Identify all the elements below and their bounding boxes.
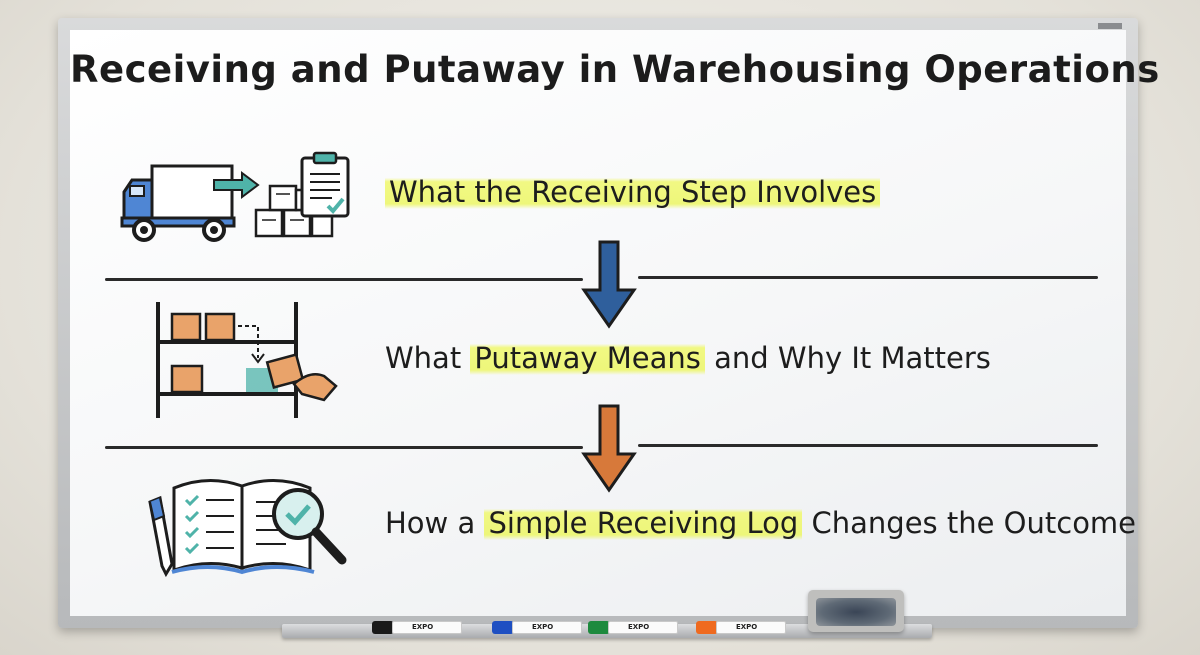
marker-blue-body [512,621,582,634]
row-receiving-log-post: Changes the Outcome [802,506,1137,540]
marker-black-label: EXPO [412,623,434,631]
row-putaway-post: and Why It Matters [704,341,991,375]
marker-green-label: EXPO [628,623,650,631]
marker-orange-label: EXPO [736,623,758,631]
divider-line-left-2 [105,446,583,449]
marker-black-body [392,621,462,634]
row-receiving-log-pre: How a [385,506,485,540]
row-receiving-step-highlight: What the Receiving Step Involves [385,175,881,209]
marker-black-cap [372,621,394,634]
arrow-down-orange-icon [581,404,637,493]
truck-icon [120,164,236,242]
marker-green[interactable]: EXPO [588,621,678,634]
eraser-felt [816,598,896,626]
arrow-down-blue-icon [581,240,637,329]
divider-line-left-1 [105,278,583,281]
box-in-hand-icon [265,353,338,402]
row-putaway: What Putaway Means and Why It Matters [385,341,991,375]
pen-icon [148,495,174,578]
row-receiving-step: What the Receiving Step Involves [385,175,881,209]
row-putaway-highlight: Putaway Means [470,341,705,375]
magnifier-check-icon [272,488,347,565]
marker-orange-body [716,621,786,634]
divider-line-right-2 [638,444,1098,447]
marker-blue-label: EXPO [532,623,554,631]
shelf-icon [156,302,298,418]
marker-blue[interactable]: EXPO [492,621,582,634]
board-title: Receiving and Putaway in Warehousing Ope… [70,48,1160,91]
clipboard-icon [300,151,350,218]
marker-orange-cap [696,621,718,634]
row-receiving-log: How a Simple Receiving Log Changes the O… [385,506,1136,540]
whiteboard-eraser[interactable] [808,590,904,632]
marker-green-body [608,621,678,634]
marker-blue-cap [492,621,514,634]
row-receiving-log-highlight: Simple Receiving Log [484,506,803,540]
marker-green-cap [588,621,610,634]
frame-label [1098,23,1122,29]
marker-black[interactable]: EXPO [372,621,462,634]
arrow-right-icon [213,171,260,199]
marker-orange[interactable]: EXPO [696,621,786,634]
row-putaway-pre: What [385,341,471,375]
divider-line-right-1 [638,276,1098,279]
